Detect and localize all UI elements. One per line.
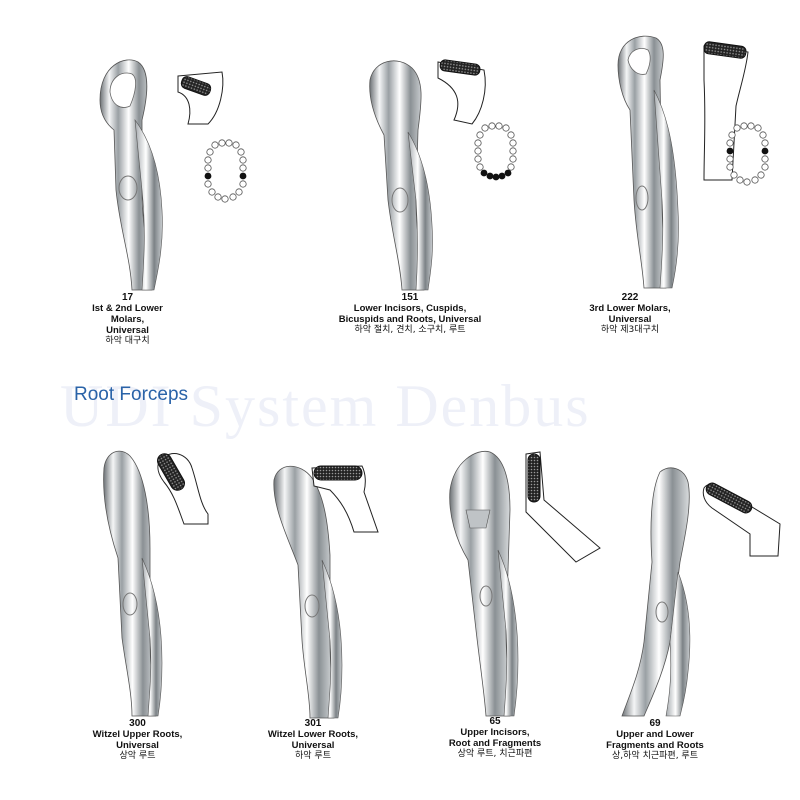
product-69: 69 Upper and Lower Fragments and Roots 상… [600, 462, 800, 788]
caption-301: 301 Witzel Lower Roots, Universal 하악 루트 [258, 718, 368, 762]
caption-65: 65 Upper Incisors, Root and Fragments 상악… [430, 716, 560, 760]
caption-69: 69 Upper and Lower Fragments and Roots 상… [590, 718, 720, 762]
watermark-text: UDI System Denbus [60, 373, 591, 439]
product-korean-name: 하악 대구치 [105, 336, 150, 346]
product-65: 65 Upper Incisors, Root and Fragments 상악… [440, 450, 620, 788]
product-korean-name: 상악 루트, 치근파편 [457, 749, 533, 759]
product-151: 151 Lower Incisors, Cuspids, Bicuspids a… [339, 40, 550, 340]
product-300: 300 Witzel Upper Roots, Universal 상악 루트 [90, 448, 270, 788]
product-korean-name: 상악 루트 [119, 751, 156, 761]
beak-diagram-69 [702, 482, 781, 557]
product-name-line2: Bicuspids and Roots, Universal [338, 314, 482, 325]
product-name-line1: Upper Incisors, [460, 727, 530, 738]
product-korean-name: 하악 제3대구치 [600, 325, 660, 335]
beak-diagram-222 [703, 41, 749, 181]
tooth-chart-icon-222 [726, 122, 769, 186]
tooth-chart-icon-151 [474, 122, 517, 181]
product-name-line1: 3rd Lower Molars, [589, 303, 671, 314]
product-name-line2: Universal [116, 740, 159, 751]
product-name-line1: Witzel Lower Roots, [267, 729, 359, 740]
product-number: 65 [489, 716, 501, 727]
product-name-line1: Upper and Lower [616, 729, 694, 740]
forceps-image-69 [621, 467, 691, 717]
product-number: 222 [621, 292, 639, 303]
forceps-image-300 [103, 450, 163, 717]
product-name-line1: Witzel Upper Roots, [92, 729, 183, 740]
beak-diagram-65 [525, 451, 601, 563]
product-222: 222 3rd Lower Molars, Universal 하악 제3대구치 [589, 30, 800, 340]
product-number: 69 [649, 718, 661, 729]
forceps-image-65 [449, 450, 519, 717]
product-number: 17 [121, 292, 134, 303]
product-name-line2: Universal [608, 314, 652, 325]
product-name-line2: Fragments and Roots [606, 740, 704, 751]
forceps-image-301 [273, 465, 343, 719]
product-17: 17 Ist & 2nd Lower Molars, Universal 하악 … [80, 40, 280, 346]
product-name-line1: Lower Incisors, Cuspids, [353, 303, 467, 314]
beak-diagram-151 [437, 59, 486, 125]
product-name-line2: Universal [106, 325, 149, 336]
product-korean-name: 하악 루트 [295, 751, 331, 761]
forceps-image-17 [99, 59, 163, 291]
product-name-line2: Root and Fragments [448, 738, 542, 749]
product-number: 301 [304, 718, 322, 729]
product-301: 301 Witzel Lower Roots, Universal 하악 루트 [268, 460, 448, 788]
product-name-line1: Ist & 2nd Lower Molars, [92, 303, 163, 325]
product-korean-name: 상,하악 치근파편, 루트 [612, 751, 698, 761]
caption-151: 151 Lower Incisors, Cuspids, Bicuspids a… [310, 292, 510, 336]
product-number: 300 [129, 718, 146, 729]
caption-300: 300 Witzel Upper Roots, Universal 상악 루트 [90, 718, 185, 762]
product-korean-name: 하악 절치, 견치, 소구치, 루트 [354, 325, 466, 335]
forceps-image-222 [617, 35, 679, 289]
beak-diagram-17 [177, 71, 224, 125]
section-title: Root Forceps [74, 384, 189, 405]
forceps-image-151 [369, 60, 433, 291]
beak-diagram-301 [311, 465, 379, 533]
product-number: 151 [401, 292, 419, 303]
product-name-line2: Universal [291, 740, 335, 751]
tooth-chart-icon-17 [204, 139, 247, 203]
caption-17: 17 Ist & 2nd Lower Molars, Universal 하악 … [80, 292, 175, 347]
beak-diagram-300 [157, 453, 209, 525]
caption-222: 222 3rd Lower Molars, Universal 하악 제3대구치 [570, 292, 690, 336]
